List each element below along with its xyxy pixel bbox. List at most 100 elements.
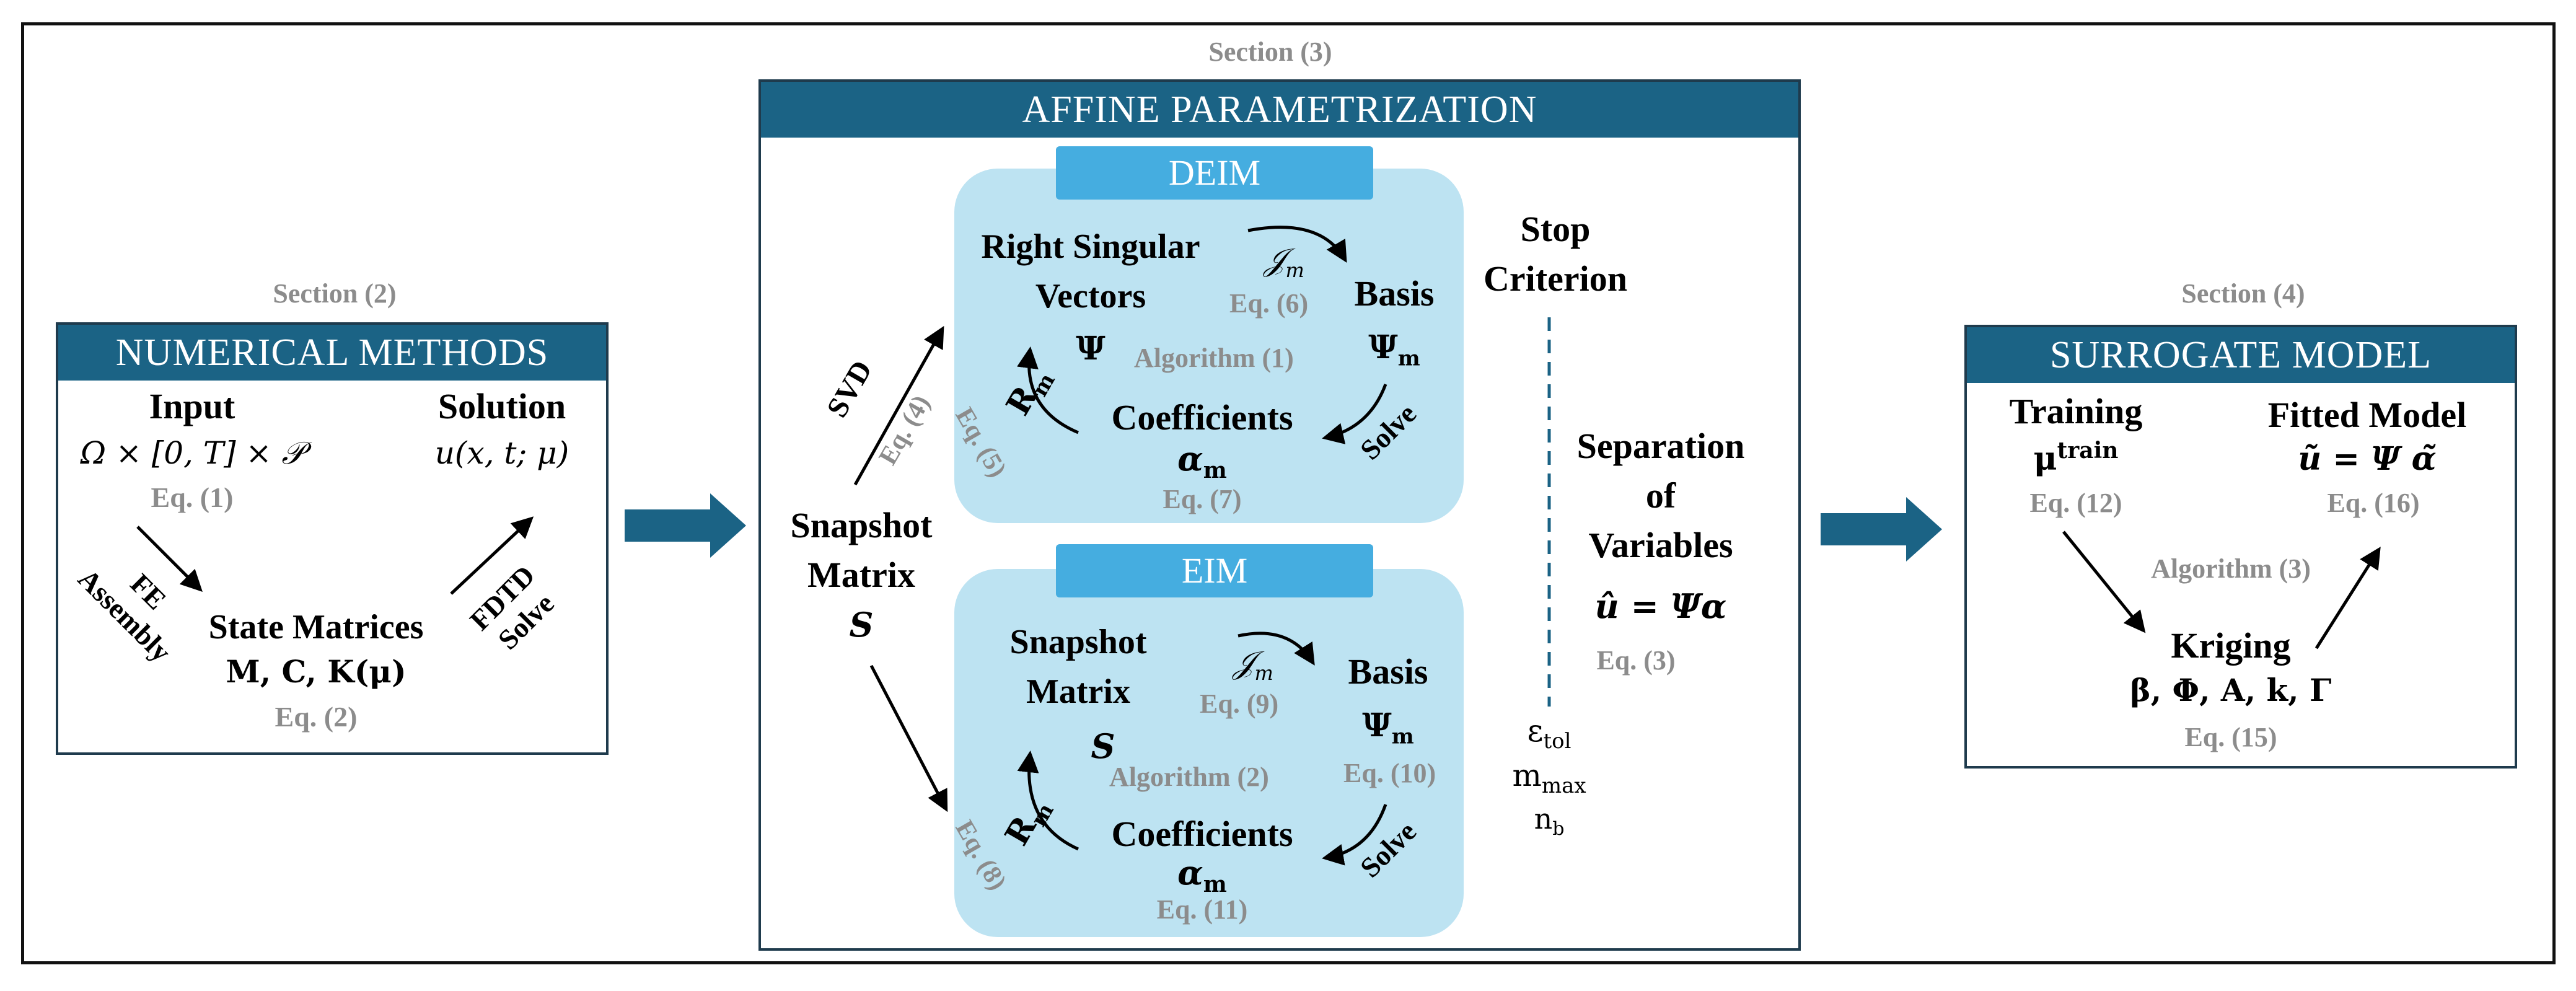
eq10-label: Eq. (10) (1343, 758, 1436, 788)
surrogate-model-panel: SURROGATE MODEL (1964, 325, 2517, 769)
eq1-label: Eq. (1) (151, 482, 234, 513)
training-label: Training (2009, 391, 2143, 431)
eim-psi-m-main: Ψ (1362, 707, 1392, 744)
numerical-methods-title: NUMERICAL METHODS (58, 325, 606, 381)
eq2-label: Eq. (2) (275, 701, 358, 733)
solution-label: Solution (437, 386, 566, 426)
eim-tag: EIM (1056, 544, 1373, 597)
fitted-model-math: ũ = Ψ α̃ (2298, 440, 2437, 478)
deim-psi: Ψ (1076, 330, 1106, 368)
eim-psi-m-sub: m (1391, 724, 1414, 749)
fdtd-arrow (450, 516, 534, 595)
separation-label: Separation of Variables (1549, 421, 1772, 570)
kriging-label: Kriging (2171, 625, 2291, 666)
mu-sup: train (2057, 438, 2119, 464)
eim-s-symbol: S (1091, 726, 1115, 766)
eim-alpha: α (1177, 853, 1203, 892)
rsv-line1: Right Singular (981, 227, 1200, 266)
eim-j-sub: m (1254, 661, 1273, 685)
mu-train: μtrain (1971, 438, 2181, 477)
deim-solve-arrow (1322, 384, 1387, 444)
section-3-label: Section (3) (1208, 37, 1332, 67)
deim-alpha: α (1177, 439, 1203, 478)
deim-region (954, 169, 1464, 523)
surrogate-algorithm-label: Algorithm (3) (2151, 553, 2311, 584)
separation-math: û = Ψα (1594, 586, 1727, 626)
eim-algorithm-label: Algorithm (2) (1109, 762, 1269, 792)
training-to-kriging-arrow (2062, 531, 2146, 633)
eim-solve-arrow (1322, 804, 1387, 866)
eps-main: ε (1527, 713, 1544, 749)
affine-title: AFFINE PARAMETRIZATION (761, 82, 1798, 138)
mu-main: μ (2033, 439, 2057, 478)
separation-line3: Variables (1588, 525, 1733, 565)
fe-arrow (136, 526, 203, 592)
eim-jm-arrow (1237, 632, 1315, 666)
rsv-label: Right Singular Vectors (954, 222, 1227, 321)
eim-snapshot-label: Snapshot Matrix (979, 617, 1177, 716)
eim-basis-label: Basis (1348, 651, 1428, 692)
deim-psi-m: Ψm (1332, 328, 1456, 371)
eim-rm-arrow (1017, 751, 1079, 851)
eps-sub: tol (1543, 729, 1572, 754)
deim-algorithm-label: Algorithm (1) (1134, 343, 1294, 373)
eim-alpha-sub: m (1203, 871, 1227, 897)
eim-snap-line1: Snapshot (1009, 623, 1147, 661)
deim-tag: DEIM (1056, 146, 1373, 200)
snapshot-line: Snapshot (790, 505, 933, 545)
eim-psi-m: Ψm (1326, 707, 1450, 749)
outer-frame (21, 22, 2556, 964)
eq3-label: Eq. (3) (1596, 645, 1676, 676)
eq9-label: Eq. (9) (1200, 689, 1279, 719)
input-domain: Ω × [0, T] × 𝒫 (80, 435, 304, 471)
n-sub: b (1552, 818, 1565, 840)
eq6-label: Eq. (6) (1229, 288, 1309, 319)
rsv-line2: Vectors (1035, 277, 1146, 315)
n-b: nb (1493, 802, 1605, 840)
deim-basis-label: Basis (1354, 273, 1435, 314)
stop-line: Stop (1520, 209, 1591, 249)
eq16-label: Eq. (16) (2327, 488, 2420, 518)
flow-arrow-2 (1821, 497, 1942, 562)
snapshot-to-eim-arrow (869, 664, 948, 813)
deim-alpha-m: αm (1140, 439, 1264, 483)
deim-psi-m-sub: m (1397, 346, 1420, 371)
matrix-line: Matrix (807, 555, 915, 595)
snapshot-symbol: S (849, 605, 874, 645)
m-sub: max (1541, 773, 1586, 798)
eq12-label: Eq. (12) (2029, 488, 2122, 518)
separation-line2: of (1645, 475, 1676, 516)
eim-region (954, 569, 1464, 937)
deim-j: 𝒥 (1264, 242, 1286, 278)
solution-math: u(x, t; μ) (434, 435, 569, 471)
criterion-line: Criterion (1484, 258, 1627, 299)
n-main: n (1534, 802, 1553, 835)
separation-line1: Separation (1576, 426, 1745, 466)
svd-arrow (853, 325, 944, 486)
eim-alpha-m: αm (1140, 853, 1264, 897)
deim-jm-arrow (1247, 226, 1347, 263)
eim-j: 𝒥 (1233, 645, 1255, 680)
eq7-label: Eq. (7) (1163, 484, 1242, 514)
deim-psi-m-main: Ψ (1368, 328, 1398, 366)
kriging-to-fitted-arrow (2314, 547, 2381, 650)
deim-j-sub: m (1285, 258, 1304, 282)
section-4-label: Section (4) (2181, 278, 2305, 309)
kriging-math: β, Φ, A, k, Γ (2130, 672, 2332, 708)
deim-alpha-sub: m (1203, 457, 1227, 483)
eim-coefficients-label: Coefficients (1111, 814, 1293, 854)
eim-snap-line2: Matrix (1026, 672, 1130, 711)
deim-rm-arrow (1017, 346, 1079, 434)
deim-coefficients-label: Coefficients (1111, 397, 1293, 438)
surrogate-title: SURROGATE MODEL (1967, 327, 2515, 383)
eq11-label: Eq. (11) (1156, 894, 1248, 925)
flow-arrow-1 (625, 493, 746, 558)
stop-criterion-label: Stop Criterion (1462, 205, 1648, 304)
m-max: mmax (1493, 757, 1605, 798)
state-matrices-label: State Matrices (208, 608, 424, 646)
input-label: Input (149, 386, 235, 426)
state-matrices-math: M, C, K(μ) (226, 653, 407, 690)
section-2-label: Section (2) (273, 278, 397, 309)
eps-tol: εtol (1493, 713, 1605, 754)
